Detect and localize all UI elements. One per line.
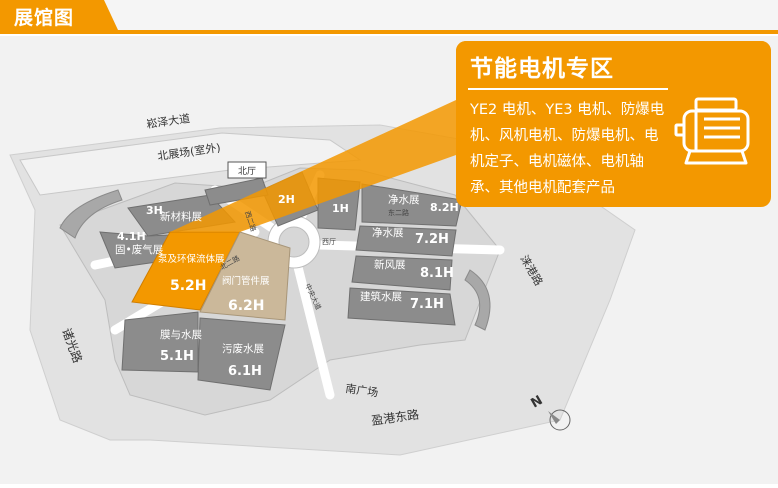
- north-hall-label: 北厅: [238, 166, 256, 177]
- north-hall-tag: [227, 161, 267, 179]
- hall-3h-id: 3H: [146, 204, 163, 217]
- hall-4-1h-name: 固•废气展: [115, 243, 164, 256]
- hall-5-2h-name: 泵及环保流体展: [158, 253, 225, 265]
- callout-divider: [468, 88, 668, 90]
- hall-5-1h-id: 5.1H: [160, 349, 194, 364]
- road-south-plaza: 南广场: [345, 381, 380, 399]
- hall-6-2h[interactable]: [199, 231, 291, 321]
- motor-icon: [674, 97, 750, 165]
- hall-7-2h[interactable]: [355, 225, 457, 257]
- east-crescent: [464, 269, 491, 331]
- hall-6-2h-name: 阀门管件展: [222, 275, 270, 287]
- hall-6-2h-id: 6.2H: [228, 298, 265, 314]
- hall-8-1h[interactable]: [351, 255, 453, 291]
- hall-8-1h-name: 新风展: [374, 258, 406, 271]
- hall-7-2h-id: 7.2H: [415, 232, 449, 247]
- hall-8-2h-name: 净水展: [388, 193, 420, 206]
- hall-6-1h-id: 6.1H: [228, 364, 262, 379]
- hall-7-1h-name: 建筑水展: [360, 290, 402, 303]
- west-crescent: [59, 189, 123, 239]
- hall-8-2h[interactable]: [361, 183, 463, 227]
- header-bar: 展馆图: [0, 0, 778, 34]
- hall-3h-name: 新材料展: [160, 210, 202, 223]
- road-inner-east: 东二路: [388, 208, 409, 217]
- hall-4-1h-id: 4.1H: [117, 230, 146, 243]
- hall-2h-id: 2H: [278, 193, 295, 206]
- venue-map-svg: 3H 4.1H 5.2H 6.2H 5.1H 6.1H 2H 1H 8.2H 7…: [9, 100, 636, 456]
- hall-1h-id: 1H: [332, 202, 349, 215]
- hall-5-1h-name: 膜与水展: [160, 329, 202, 341]
- hall-7-2h-name: 净水展: [372, 226, 404, 239]
- hall-7-1h[interactable]: [347, 287, 456, 326]
- road-south-main: 盈港东路: [370, 406, 420, 428]
- road-inner-south: 西厅: [322, 238, 336, 246]
- venue-map: 3H 4.1H 5.2H 6.2H 5.1H 6.1H 2H 1H 8.2H 7…: [0, 36, 778, 484]
- callout-header: [456, 41, 771, 89]
- hall-6-1h-name: 污废水展: [222, 342, 264, 355]
- callout-title: 节能电机专区: [470, 56, 614, 82]
- title-tab: [0, 0, 118, 30]
- road-north-avenue: 崧泽大道: [145, 111, 191, 131]
- callout-panel: 节能电机专区 YE2 电机、YE3 电机、防爆电机、风机电机、防爆电机、电机定子…: [456, 41, 771, 207]
- hall-8-1h-id: 8.1H: [420, 266, 454, 281]
- callout-body: YE2 电机、YE3 电机、防爆电机、风机电机、防爆电机、电机定子、电机磁体、电…: [470, 102, 665, 196]
- hall-7-1h-id: 7.1H: [410, 297, 444, 312]
- hall-5-2h-id: 5.2H: [170, 278, 207, 294]
- page-title: 展馆图: [14, 7, 75, 29]
- hall-8-2h-id: 8.2H: [430, 201, 459, 214]
- compass-icon: [548, 409, 572, 431]
- highlight-beam: [170, 100, 456, 232]
- hall-6-1h[interactable]: [197, 317, 286, 391]
